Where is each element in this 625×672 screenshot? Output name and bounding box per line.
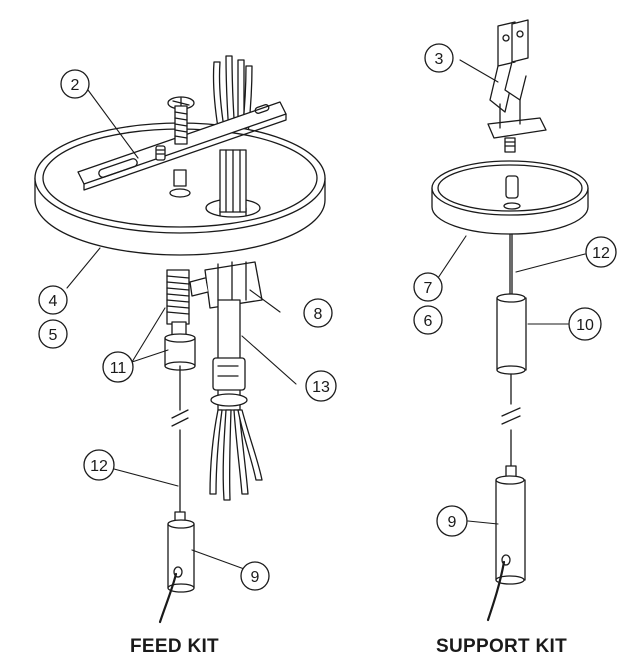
callout-support-7: 7 <box>413 272 443 302</box>
feed-cylinder-gripper <box>158 519 195 624</box>
svg-text:4: 4 <box>49 293 58 310</box>
callout-support-12: 12 <box>585 236 617 268</box>
svg-text:10: 10 <box>576 317 594 334</box>
callout-feed-13: 13 <box>305 370 337 402</box>
feed-cord-connector <box>189 261 263 411</box>
support-connector-sleeve <box>496 293 527 375</box>
svg-text:12: 12 <box>592 245 610 262</box>
svg-text:12: 12 <box>90 458 108 475</box>
support-kit-drawing <box>431 19 589 622</box>
svg-text:5: 5 <box>49 327 58 344</box>
svg-text:7: 7 <box>424 280 433 297</box>
callout-feed-5: 5 <box>38 319 68 349</box>
callout-feed-8: 8 <box>303 298 333 328</box>
svg-text:9: 9 <box>251 569 260 586</box>
support-kit-title: SUPPORT KIT <box>436 636 568 657</box>
callouts: 2 4 5 8 11 13 12 9 <box>38 43 617 591</box>
support-cable-top <box>509 233 513 297</box>
feed-wires-bottom <box>209 409 263 501</box>
callout-feed-11: 11 <box>102 351 134 383</box>
support-cylinder-gripper <box>486 475 526 622</box>
svg-text:11: 11 <box>110 360 127 377</box>
svg-text:3: 3 <box>435 51 444 68</box>
svg-text:8: 8 <box>314 306 323 323</box>
callout-feed-12: 12 <box>83 449 115 481</box>
svg-text:6: 6 <box>424 313 433 330</box>
callout-feed-4: 4 <box>38 285 68 315</box>
support-hanger-bracket <box>487 19 547 153</box>
svg-text:2: 2 <box>71 77 80 94</box>
callout-support-9: 9 <box>436 505 468 537</box>
svg-text:13: 13 <box>312 379 330 396</box>
callout-support-3: 3 <box>424 43 454 73</box>
feed-kit-title: FEED KIT <box>130 636 219 657</box>
support-canopy <box>431 160 589 235</box>
callout-support-10: 10 <box>568 307 602 341</box>
feed-cable-gripper <box>164 269 196 371</box>
feed-mounting-strap <box>77 96 287 198</box>
feed-support-cable <box>171 365 189 525</box>
feed-kit-drawing <box>34 55 326 624</box>
callout-feed-9: 9 <box>240 561 270 591</box>
svg-text:9: 9 <box>448 514 457 531</box>
callout-support-6: 6 <box>413 305 443 335</box>
callout-feed-2: 2 <box>60 69 90 99</box>
support-cable-lower <box>501 373 521 481</box>
